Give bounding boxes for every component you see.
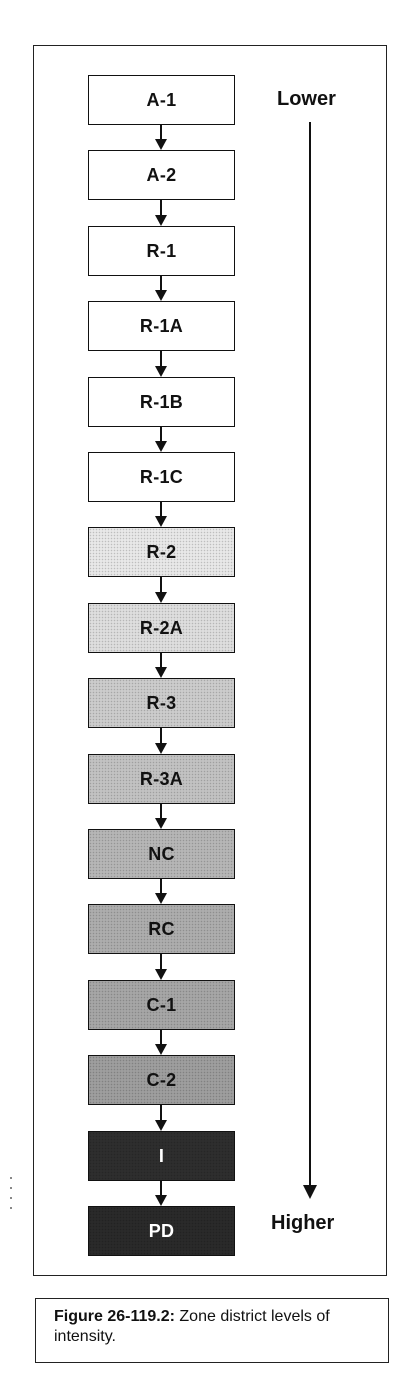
zone-box: A-2 (88, 150, 235, 200)
scan-speck (10, 1187, 12, 1189)
zone-label: R-2A (139, 617, 184, 638)
flow-arrow-line (160, 125, 162, 140)
intensity-scale-arrowhead (303, 1185, 317, 1199)
flow-arrow-head (155, 139, 167, 150)
zone-box: I (88, 1131, 235, 1181)
scale-label-lower: Lower (277, 88, 336, 110)
scan-speck (10, 1197, 12, 1199)
flow-arrow-head (155, 290, 167, 301)
zone-label: R-1 (146, 240, 177, 261)
zone-label: R-1B (139, 391, 184, 412)
flow-arrow-line (160, 200, 162, 216)
zone-box: R-1C (88, 452, 235, 502)
flow-arrow-head (155, 592, 167, 603)
flow-arrow-line (160, 879, 162, 894)
zone-label: A-1 (146, 89, 177, 110)
zone-box: R-3 (88, 678, 235, 728)
flow-arrow-head (155, 215, 167, 226)
flow-arrow-head (155, 743, 167, 754)
zone-box: C-1 (88, 980, 235, 1030)
zone-label: R-3 (146, 692, 177, 713)
zone-label: R-1A (139, 315, 184, 336)
flow-arrow-line (160, 502, 162, 517)
figure-number: Figure 26-119.2: (54, 1308, 175, 1325)
scan-speck (10, 1177, 12, 1179)
flow-arrow-line (160, 653, 162, 668)
zone-box: R-1A (88, 301, 235, 351)
caption-text: Zone district levels of intensity. (54, 1308, 330, 1345)
zone-label: RC (148, 918, 175, 939)
zone-box: A-1 (88, 75, 235, 125)
flow-arrow-head (155, 1195, 167, 1206)
zone-box: C-2 (88, 1055, 235, 1105)
zone-label: R-1C (139, 466, 184, 487)
flow-arrow-line (160, 351, 162, 367)
zone-label: NC (148, 843, 175, 864)
flow-arrow-head (155, 366, 167, 377)
zone-label: A-2 (146, 164, 177, 185)
flow-arrow-line (160, 427, 162, 442)
flow-arrow-line (160, 1030, 162, 1045)
scale-label-higher: Higher (271, 1212, 335, 1234)
zone-box: R-2 (88, 527, 235, 577)
flow-arrow-head (155, 1120, 167, 1131)
zone-label: PD (148, 1220, 175, 1241)
zone-box: RC (88, 904, 235, 954)
flow-arrow-line (160, 276, 162, 291)
zone-label: R-3A (139, 768, 184, 789)
zone-label: C-1 (146, 994, 177, 1015)
flow-arrow-line (160, 1181, 162, 1196)
figure-caption: Figure 26-119.2: Zone district levels of… (35, 1298, 389, 1363)
zone-box: R-3A (88, 754, 235, 804)
flow-arrow-line (160, 1105, 162, 1121)
diagram-frame (33, 45, 387, 1276)
zone-label: R-2 (146, 541, 177, 562)
zone-label: C-2 (146, 1069, 177, 1090)
zone-box: R-1 (88, 226, 235, 276)
zone-label: I (158, 1145, 165, 1166)
flow-arrow-line (160, 804, 162, 819)
flow-arrow-head (155, 516, 167, 527)
zone-box: R-1B (88, 377, 235, 427)
flow-arrow-line (160, 577, 162, 593)
flow-arrow-line (160, 954, 162, 970)
flow-arrow-head (155, 893, 167, 904)
flow-arrow-head (155, 441, 167, 452)
flow-arrow-line (160, 728, 162, 744)
intensity-scale-line (309, 122, 311, 1187)
scan-speck (10, 1207, 12, 1209)
zone-box: R-2A (88, 603, 235, 653)
flow-arrow-head (155, 667, 167, 678)
flow-arrow-head (155, 969, 167, 980)
flow-arrow-head (155, 1044, 167, 1055)
zone-box: NC (88, 829, 235, 879)
flow-arrow-head (155, 818, 167, 829)
zone-box: PD (88, 1206, 235, 1256)
